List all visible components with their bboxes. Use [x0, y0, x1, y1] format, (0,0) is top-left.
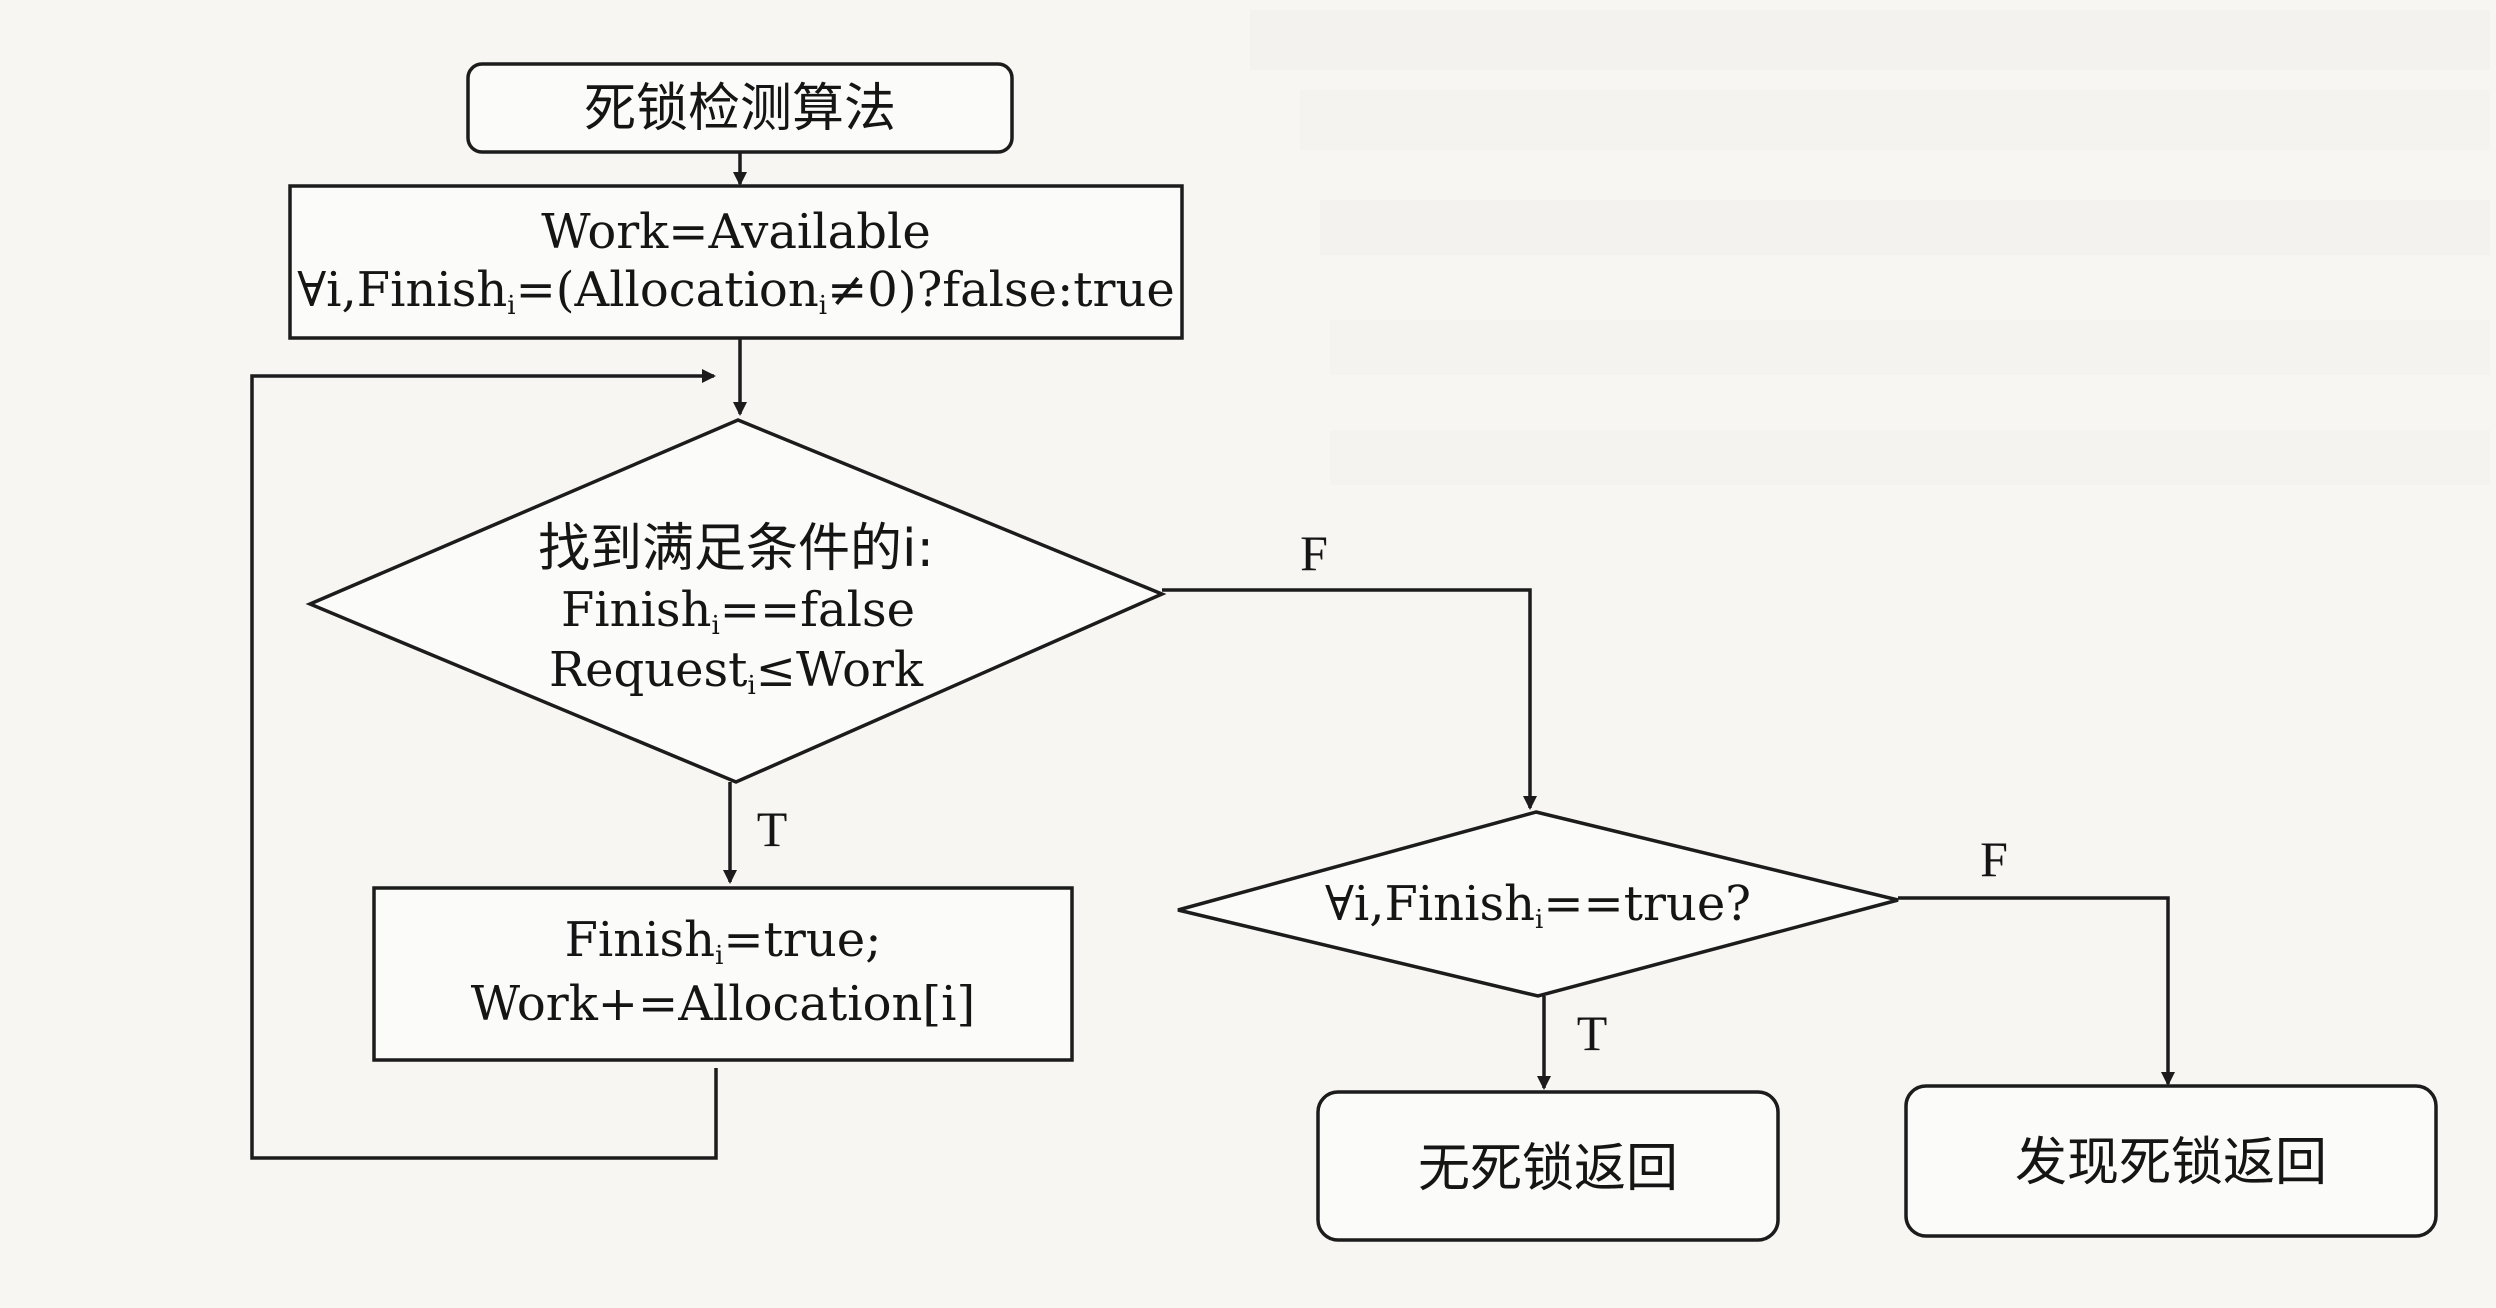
decision1-line2: Finishi==false: [561, 582, 915, 641]
update-node: Finishi=true; Work+=Allocation[i]: [372, 886, 1074, 1062]
end-no-deadlock-node: 无死锁返回: [1316, 1090, 1780, 1242]
decision2-node: ∀i,Finishi==true?: [1177, 810, 1899, 998]
background-bleed: [1250, 10, 2490, 485]
edge-label-d2-false: F: [1980, 831, 2008, 887]
edge-decision2-false: [1898, 896, 2175, 1086]
start-node: 死锁检测算法: [466, 62, 1014, 154]
edge-label-d2-true: T: [1577, 1005, 1608, 1061]
init-line1: Work=Available: [541, 204, 930, 260]
decision2-label: ∀i,Finishi==true?: [1325, 876, 1751, 935]
edge-loop-back: [250, 369, 718, 1160]
edge-label-d1-false: F: [1300, 525, 1328, 581]
init-line2: ∀i,Finishi=(Allocationi≠0)?false:true: [297, 262, 1175, 321]
end-deadlock-label: 发现死锁返回: [2015, 1133, 2327, 1193]
update-line1: Finishi=true;: [565, 912, 882, 971]
end-no-deadlock-label: 无死锁返回: [1418, 1139, 1678, 1199]
decision1-line3: Requesti≤Work: [549, 642, 924, 701]
start-label: 死锁检测算法: [584, 79, 896, 139]
edge-decision1-false: [1162, 588, 1537, 810]
decision1-node: 找到满足条件的i: Finishi==false Requesti≤Work: [305, 418, 1167, 784]
update-line2: Work+=Allocation[i]: [471, 976, 975, 1032]
end-deadlock-node: 发现死锁返回: [1904, 1084, 2438, 1238]
init-node: Work=Available ∀i,Finishi=(Allocationi≠0…: [288, 184, 1184, 340]
decision1-line1: 找到满足条件的i:: [538, 519, 934, 579]
edge-label-d1-true: T: [757, 801, 788, 857]
